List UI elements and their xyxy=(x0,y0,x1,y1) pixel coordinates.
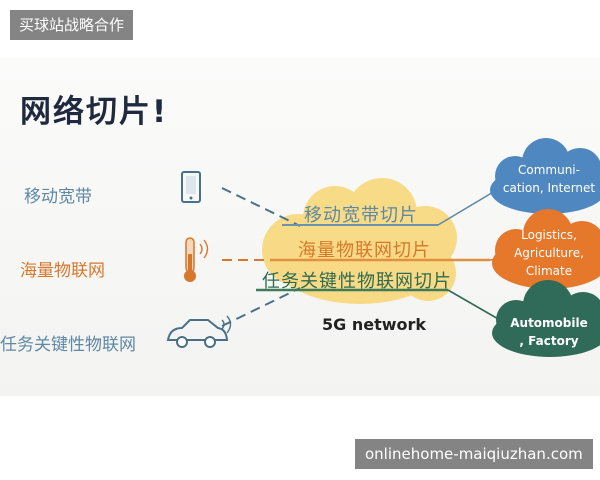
diagram-title: 网络切片! xyxy=(20,94,169,130)
phone-icon xyxy=(181,171,201,203)
slice-mobile-broadband: 移动宽带切片 xyxy=(304,205,418,226)
connector-line-green xyxy=(221,287,301,327)
slice-critical-iot: 任务关键性物联网切片 xyxy=(262,271,452,292)
cloud-communication-shape xyxy=(490,138,600,214)
cloud-automobile-shape xyxy=(492,280,600,357)
cloud-link-green xyxy=(447,289,501,321)
diagram-graphics xyxy=(166,138,600,357)
cloud-automobile-text: Automobile , Factory xyxy=(510,316,588,348)
slice-massive-iot: 海量物联网切片 xyxy=(298,240,431,261)
cloud-logistics-text: Logistics, Agriculture, Climate xyxy=(514,228,584,278)
cloud-communication-text: Communi- cation, Internet xyxy=(502,163,596,195)
label-mobile-broadband: 移动宽带 xyxy=(24,187,92,207)
watermark-top: 买球站战略合作 xyxy=(10,10,134,40)
watermark-bottom: onlinehome-maiqiuzhan.com xyxy=(355,439,593,469)
connector-line-blue xyxy=(221,187,301,227)
network-slicing-diagram: 网络切片! 移动宽带 海量物联网 任务关键性物联网 移动宽带切片 海量物联网切片… xyxy=(0,58,600,396)
cloud-logistics-shape xyxy=(492,209,600,289)
car-icon xyxy=(166,315,232,348)
cloud-link-blue xyxy=(437,187,501,226)
label-massive-iot: 海量物联网 xyxy=(20,261,105,281)
label-critical-iot: 任务关键性物联网 xyxy=(0,335,136,355)
center-cloud-shape xyxy=(262,178,457,304)
thermometer-icon xyxy=(184,237,209,282)
network-label: 5G network xyxy=(322,315,427,334)
